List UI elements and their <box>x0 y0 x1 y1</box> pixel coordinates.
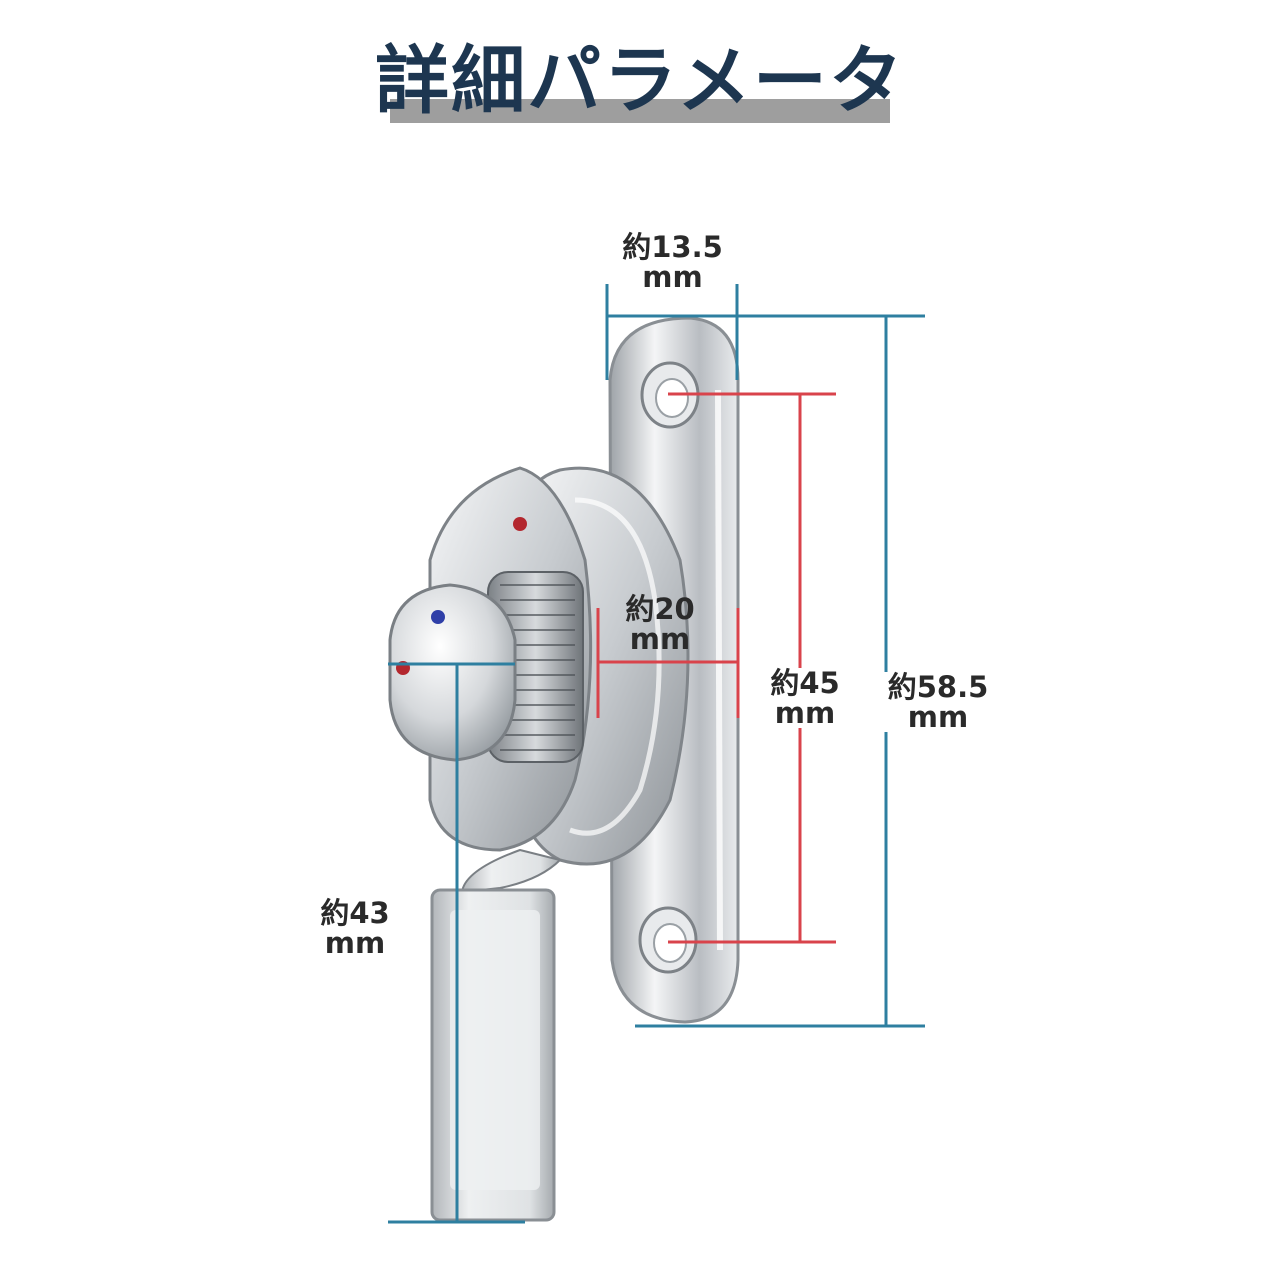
dim-label-lever-length: 約43 mm <box>320 896 390 960</box>
dim-label-total-height: 約58.5 mm <box>868 672 1008 732</box>
dim-label-knob-depth: 約20 mm <box>625 592 695 656</box>
dim-label-hole-pitch: 約45 mm <box>755 668 855 728</box>
dimension-lines-teal <box>388 284 925 1224</box>
lever-handle <box>430 848 562 1222</box>
knob <box>388 583 517 762</box>
title-underline-bar <box>390 99 890 123</box>
page-title: 詳細パラメータ <box>375 38 905 124</box>
blue-dot-indicator <box>431 610 445 624</box>
red-dot-indicator <box>513 517 527 531</box>
dim-label-top-width: 約13.5 mm <box>622 230 723 294</box>
